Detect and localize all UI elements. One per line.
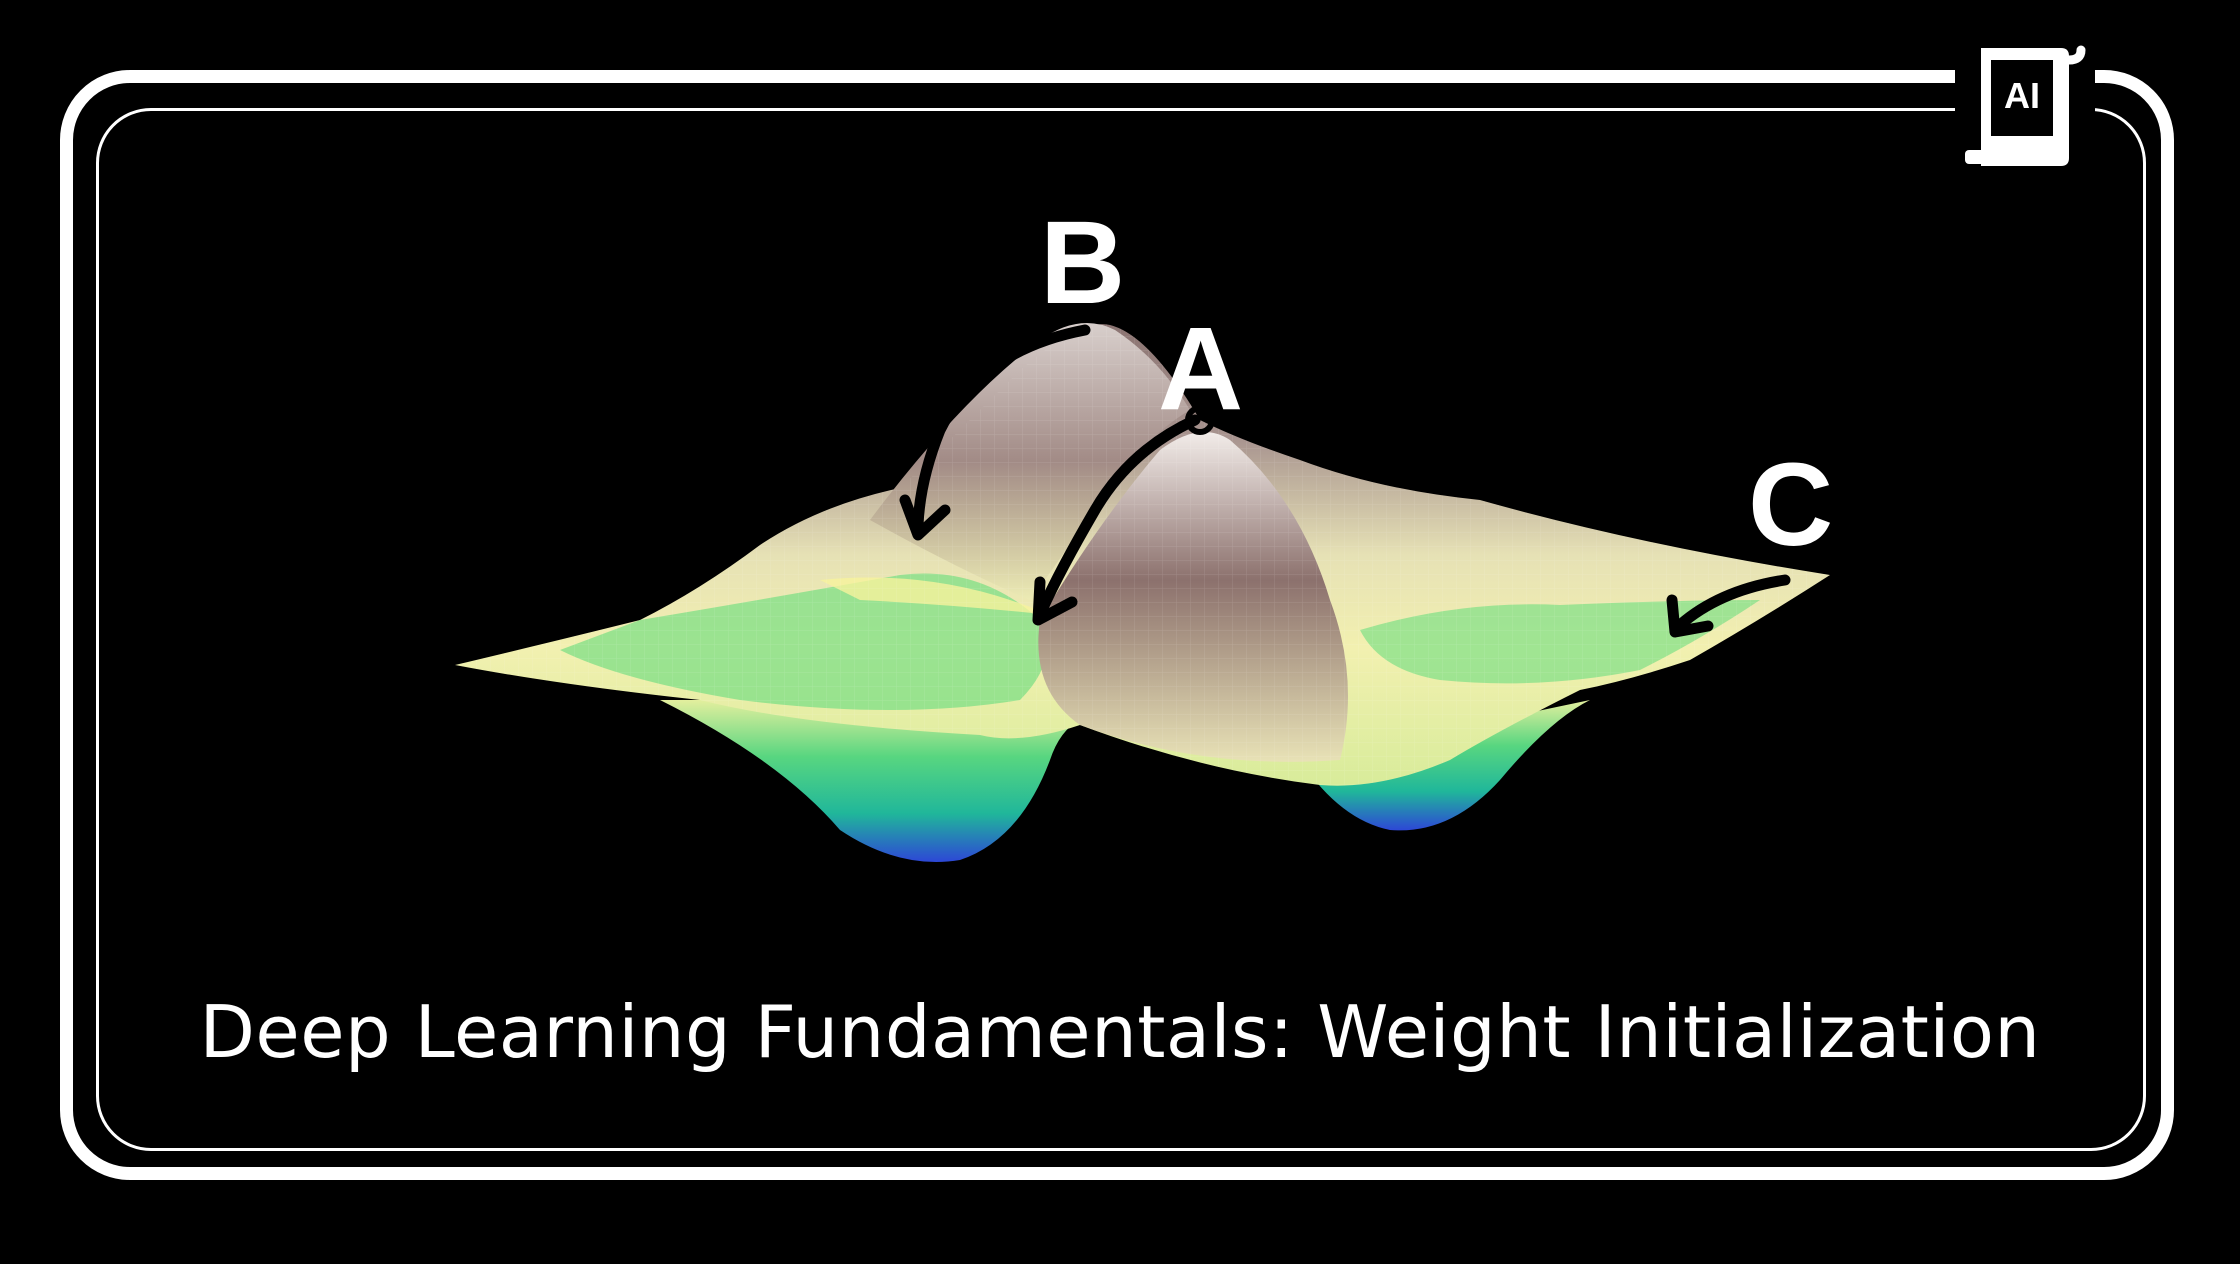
logo-text: AI (2004, 75, 2040, 116)
arrow-c (1666, 574, 1791, 638)
valley-left (660, 700, 1080, 862)
valley-right (1300, 700, 1590, 831)
ai-book-logo-icon: AI (1965, 45, 2086, 166)
point-label-c: C (1748, 439, 1834, 571)
surface-sheet (455, 322, 1830, 786)
logo: AI (1955, 40, 2095, 180)
outer-frame (60, 70, 2174, 1180)
point-label-b: B (1040, 197, 1126, 329)
point-label-a: A (1158, 303, 1244, 435)
point-a-marker (1185, 405, 1215, 435)
arrow-b (899, 324, 1091, 541)
arrow-a (1032, 414, 1201, 626)
page-title: Deep Learning Fundamentals: Weight Initi… (199, 990, 2041, 1074)
inner-frame (96, 108, 2146, 1151)
